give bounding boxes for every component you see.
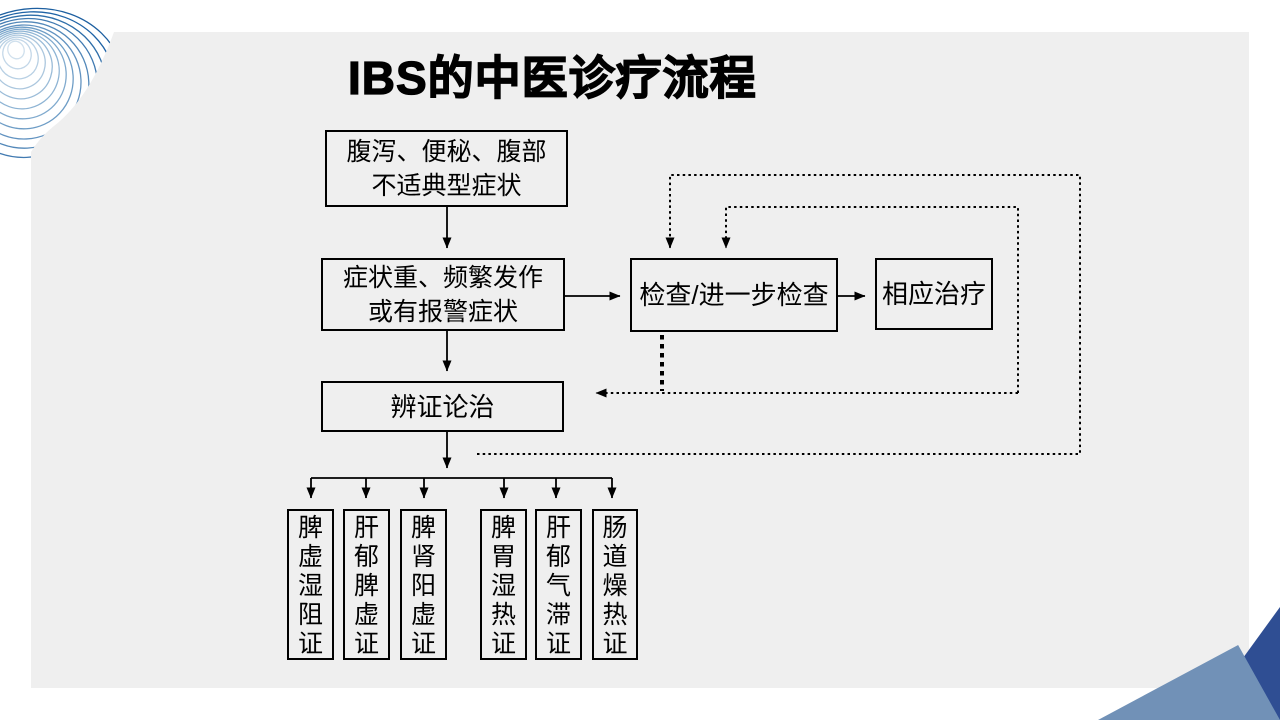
node-syndrome-5: 肝郁气滞证 bbox=[535, 509, 582, 660]
node-severe-symptoms-line2: 或有报警症状 bbox=[367, 297, 518, 326]
node-severe-symptoms-line1: 症状重、频繁发作 bbox=[342, 263, 543, 292]
node-typical-symptoms: 腹泻、便秘、腹部 不适典型症状 bbox=[325, 130, 568, 207]
node-syndrome-3: 脾肾阳虚证 bbox=[400, 509, 447, 660]
slide-title: IBS的中医诊疗流程 bbox=[347, 51, 757, 104]
node-typical-symptoms-line2: 不适典型症状 bbox=[371, 171, 522, 200]
slide-content-area bbox=[31, 32, 1249, 688]
node-examination: 检查/进一步检查 bbox=[630, 258, 838, 332]
node-syndrome-6: 肠道燥热证 bbox=[592, 509, 638, 660]
node-syndrome-differentiation-label: 辨证论治 bbox=[390, 391, 495, 422]
node-syndrome-2: 肝郁脾虚证 bbox=[343, 509, 390, 660]
node-syndrome-1: 脾虚湿阻证 bbox=[287, 509, 334, 660]
node-syndrome-4: 脾胃湿热证 bbox=[480, 509, 527, 660]
node-treatment: 相应治疗 bbox=[875, 258, 993, 330]
node-severe-symptoms: 症状重、频繁发作 或有报警症状 bbox=[321, 258, 565, 331]
node-syndrome-differentiation: 辨证论治 bbox=[321, 381, 564, 432]
node-treatment-label: 相应治疗 bbox=[881, 279, 986, 309]
node-examination-label: 检查/进一步检查 bbox=[639, 280, 829, 310]
node-typical-symptoms-line1: 腹泻、便秘、腹部 bbox=[346, 137, 547, 166]
